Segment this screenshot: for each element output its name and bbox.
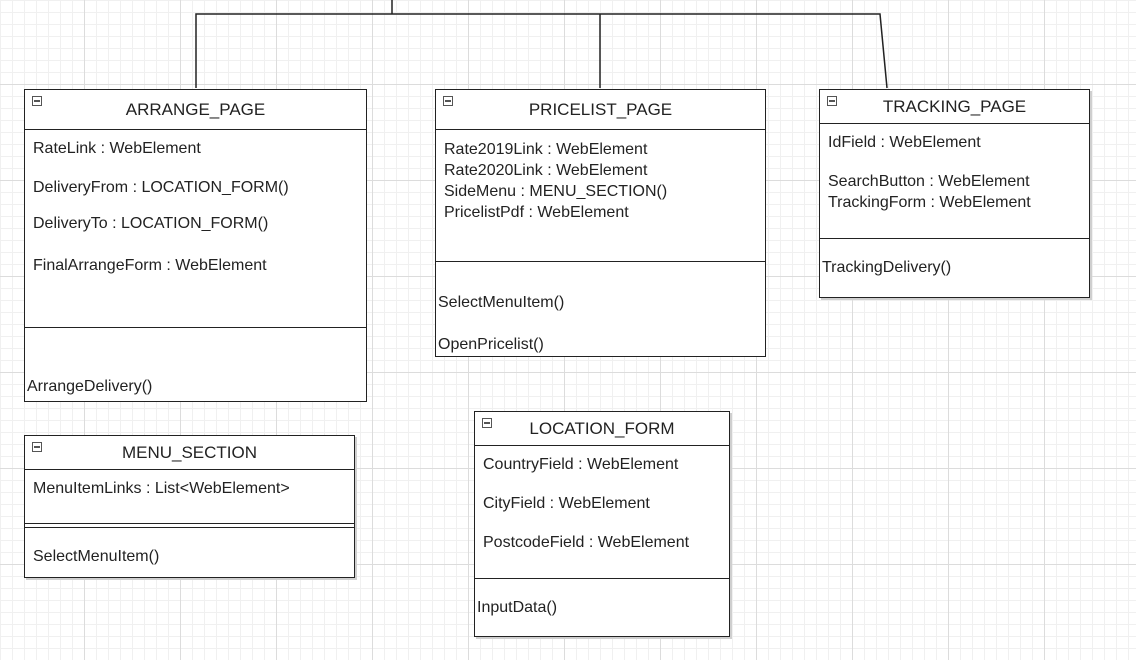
attribute: FinalArrangeForm : WebElement xyxy=(33,257,267,274)
class-header[interactable]: PRICELIST_PAGE xyxy=(436,90,765,130)
class-title: ARRANGE_PAGE xyxy=(125,100,266,119)
attribute: Rate2020Link : WebElement xyxy=(444,162,648,179)
class-header[interactable]: TRACKING_PAGE xyxy=(820,90,1089,124)
class-arrange-page[interactable]: ARRANGE_PAGE RateLink : WebElement Deliv… xyxy=(24,89,367,402)
class-header[interactable]: MENU_SECTION xyxy=(25,436,354,470)
class-title: PRICELIST_PAGE xyxy=(528,100,673,119)
class-title: TRACKING_PAGE xyxy=(882,97,1027,116)
collapse-icon[interactable] xyxy=(443,96,453,106)
attribute: MenuItemLinks : List<WebElement> xyxy=(33,480,290,497)
class-operations: SelectMenuItem() OpenPricelist() xyxy=(436,261,765,356)
attribute: DeliveryTo : LOCATION_FORM() xyxy=(33,215,269,232)
class-attributes: Rate2019Link : WebElement Rate2020Link :… xyxy=(436,130,765,261)
class-tracking-page[interactable]: TRACKING_PAGE IdField : WebElement Searc… xyxy=(819,89,1090,298)
operation: InputData() xyxy=(477,599,558,616)
operation: ArrangeDelivery() xyxy=(27,378,153,395)
attribute: CityField : WebElement xyxy=(483,495,650,512)
operation: SelectMenuItem() xyxy=(33,548,160,565)
class-attributes: RateLink : WebElement DeliveryFrom : LOC… xyxy=(25,130,366,327)
operation: TrackingDelivery() xyxy=(822,259,952,276)
class-header[interactable]: LOCATION_FORM xyxy=(475,412,729,446)
attribute: SideMenu : MENU_SECTION() xyxy=(444,183,668,200)
connector-bus xyxy=(195,13,888,89)
class-operations: InputData() xyxy=(475,578,729,636)
operation: SelectMenuItem() xyxy=(438,294,565,311)
operation: OpenPricelist() xyxy=(438,336,544,353)
class-location-form[interactable]: LOCATION_FORM CountryField : WebElement … xyxy=(474,411,730,637)
attribute: PostcodeField : WebElement xyxy=(483,534,690,551)
attribute: TrackingForm : WebElement xyxy=(828,194,1031,211)
class-attributes: CountryField : WebElement CityField : We… xyxy=(475,446,729,578)
class-title: MENU_SECTION xyxy=(121,443,258,462)
class-operations: TrackingDelivery() xyxy=(820,238,1089,297)
collapse-icon[interactable] xyxy=(827,96,837,106)
attribute: PricelistPdf : WebElement xyxy=(444,204,629,221)
attribute: RateLink : WebElement xyxy=(33,140,201,157)
class-attributes: IdField : WebElement SearchButton : WebE… xyxy=(820,124,1089,238)
class-title: LOCATION_FORM xyxy=(529,419,675,438)
class-operations: ArrangeDelivery() xyxy=(25,327,366,401)
attribute: Rate2019Link : WebElement xyxy=(444,141,648,158)
class-menu-section[interactable]: MENU_SECTION MenuItemLinks : List<WebEle… xyxy=(24,435,355,578)
attribute: SearchButton : WebElement xyxy=(828,173,1030,190)
class-operations: SelectMenuItem() xyxy=(25,527,354,577)
class-attributes: MenuItemLinks : List<WebElement> xyxy=(25,470,354,524)
collapse-icon[interactable] xyxy=(482,418,492,428)
class-header[interactable]: ARRANGE_PAGE xyxy=(25,90,366,130)
attribute: CountryField : WebElement xyxy=(483,456,679,473)
attribute: DeliveryFrom : LOCATION_FORM() xyxy=(33,179,289,196)
attribute: IdField : WebElement xyxy=(828,134,981,151)
class-pricelist-page[interactable]: PRICELIST_PAGE Rate2019Link : WebElement… xyxy=(435,89,766,357)
collapse-icon[interactable] xyxy=(32,442,42,452)
collapse-icon[interactable] xyxy=(32,96,42,106)
